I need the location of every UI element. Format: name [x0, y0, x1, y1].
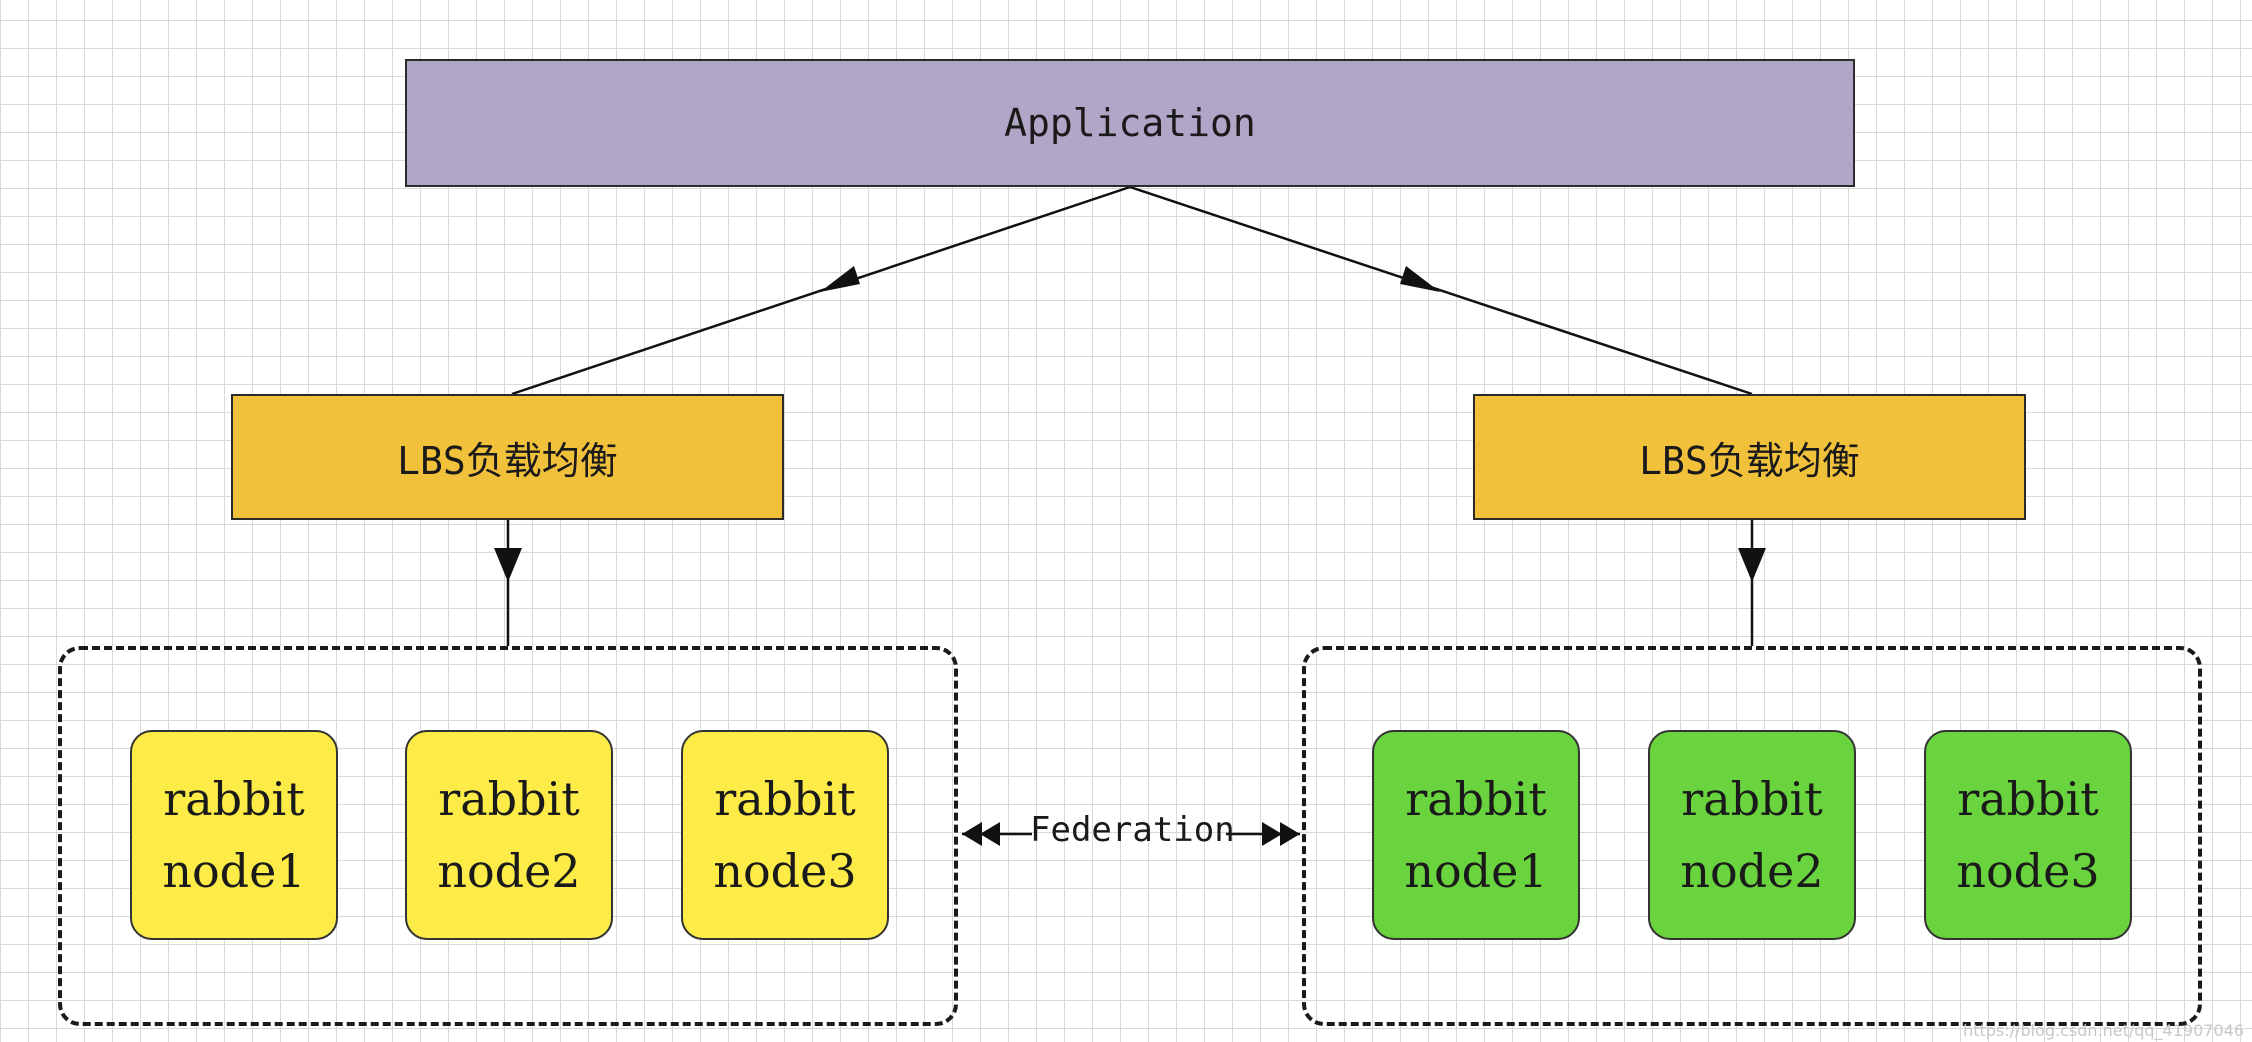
node-line1: rabbit	[1405, 772, 1547, 826]
left-node-2: rabbit node2	[405, 730, 613, 940]
fed-arrow-right-1	[1280, 822, 1300, 846]
node-line1: rabbit	[163, 772, 305, 826]
lbs-box-right: LBS负载均衡	[1473, 394, 2026, 520]
lbs-label-right: LBS负载均衡	[1639, 438, 1860, 483]
application-label: Application	[1004, 101, 1256, 145]
edge-app-to-lbs-right	[1129, 185, 1753, 396]
right-node-1: rabbit node1	[1372, 730, 1580, 940]
node-line2: node2	[437, 844, 581, 898]
fed-arrow-left-2	[980, 822, 1000, 846]
node-line1: rabbit	[1957, 772, 2099, 826]
node-line1: rabbit	[438, 772, 580, 826]
node-line2: node1	[162, 844, 306, 898]
cluster-left	[58, 646, 958, 1026]
node-line2: node2	[1680, 844, 1824, 898]
arrowhead-right	[1400, 266, 1440, 292]
node-line1: rabbit	[1681, 772, 1823, 826]
lbs-box-left: LBS负载均衡	[231, 394, 784, 520]
watermark: https://blog.csdn.net/qq_41907046	[1963, 1021, 2244, 1040]
fed-arrow-left-1	[962, 822, 982, 846]
left-node-1: rabbit node1	[130, 730, 338, 940]
right-node-3: rabbit node3	[1924, 730, 2132, 940]
arrowhead-down-left	[494, 548, 522, 582]
edge-app-to-lbs-left	[511, 185, 1131, 396]
node-line1: rabbit	[714, 772, 856, 826]
federation-label: Federation	[1030, 810, 1235, 850]
node-line2: node3	[713, 844, 857, 898]
arrowhead-down-right	[1738, 548, 1766, 582]
node-line2: node1	[1404, 844, 1548, 898]
lbs-label-left: LBS负载均衡	[397, 438, 618, 483]
cluster-right	[1302, 646, 2202, 1026]
left-node-3: rabbit node3	[681, 730, 889, 940]
right-node-2: rabbit node2	[1648, 730, 1856, 940]
application-box: Application	[405, 59, 1855, 187]
node-line2: node3	[1956, 844, 2100, 898]
arrowhead-left	[820, 266, 860, 292]
fed-arrow-right-2	[1262, 822, 1282, 846]
